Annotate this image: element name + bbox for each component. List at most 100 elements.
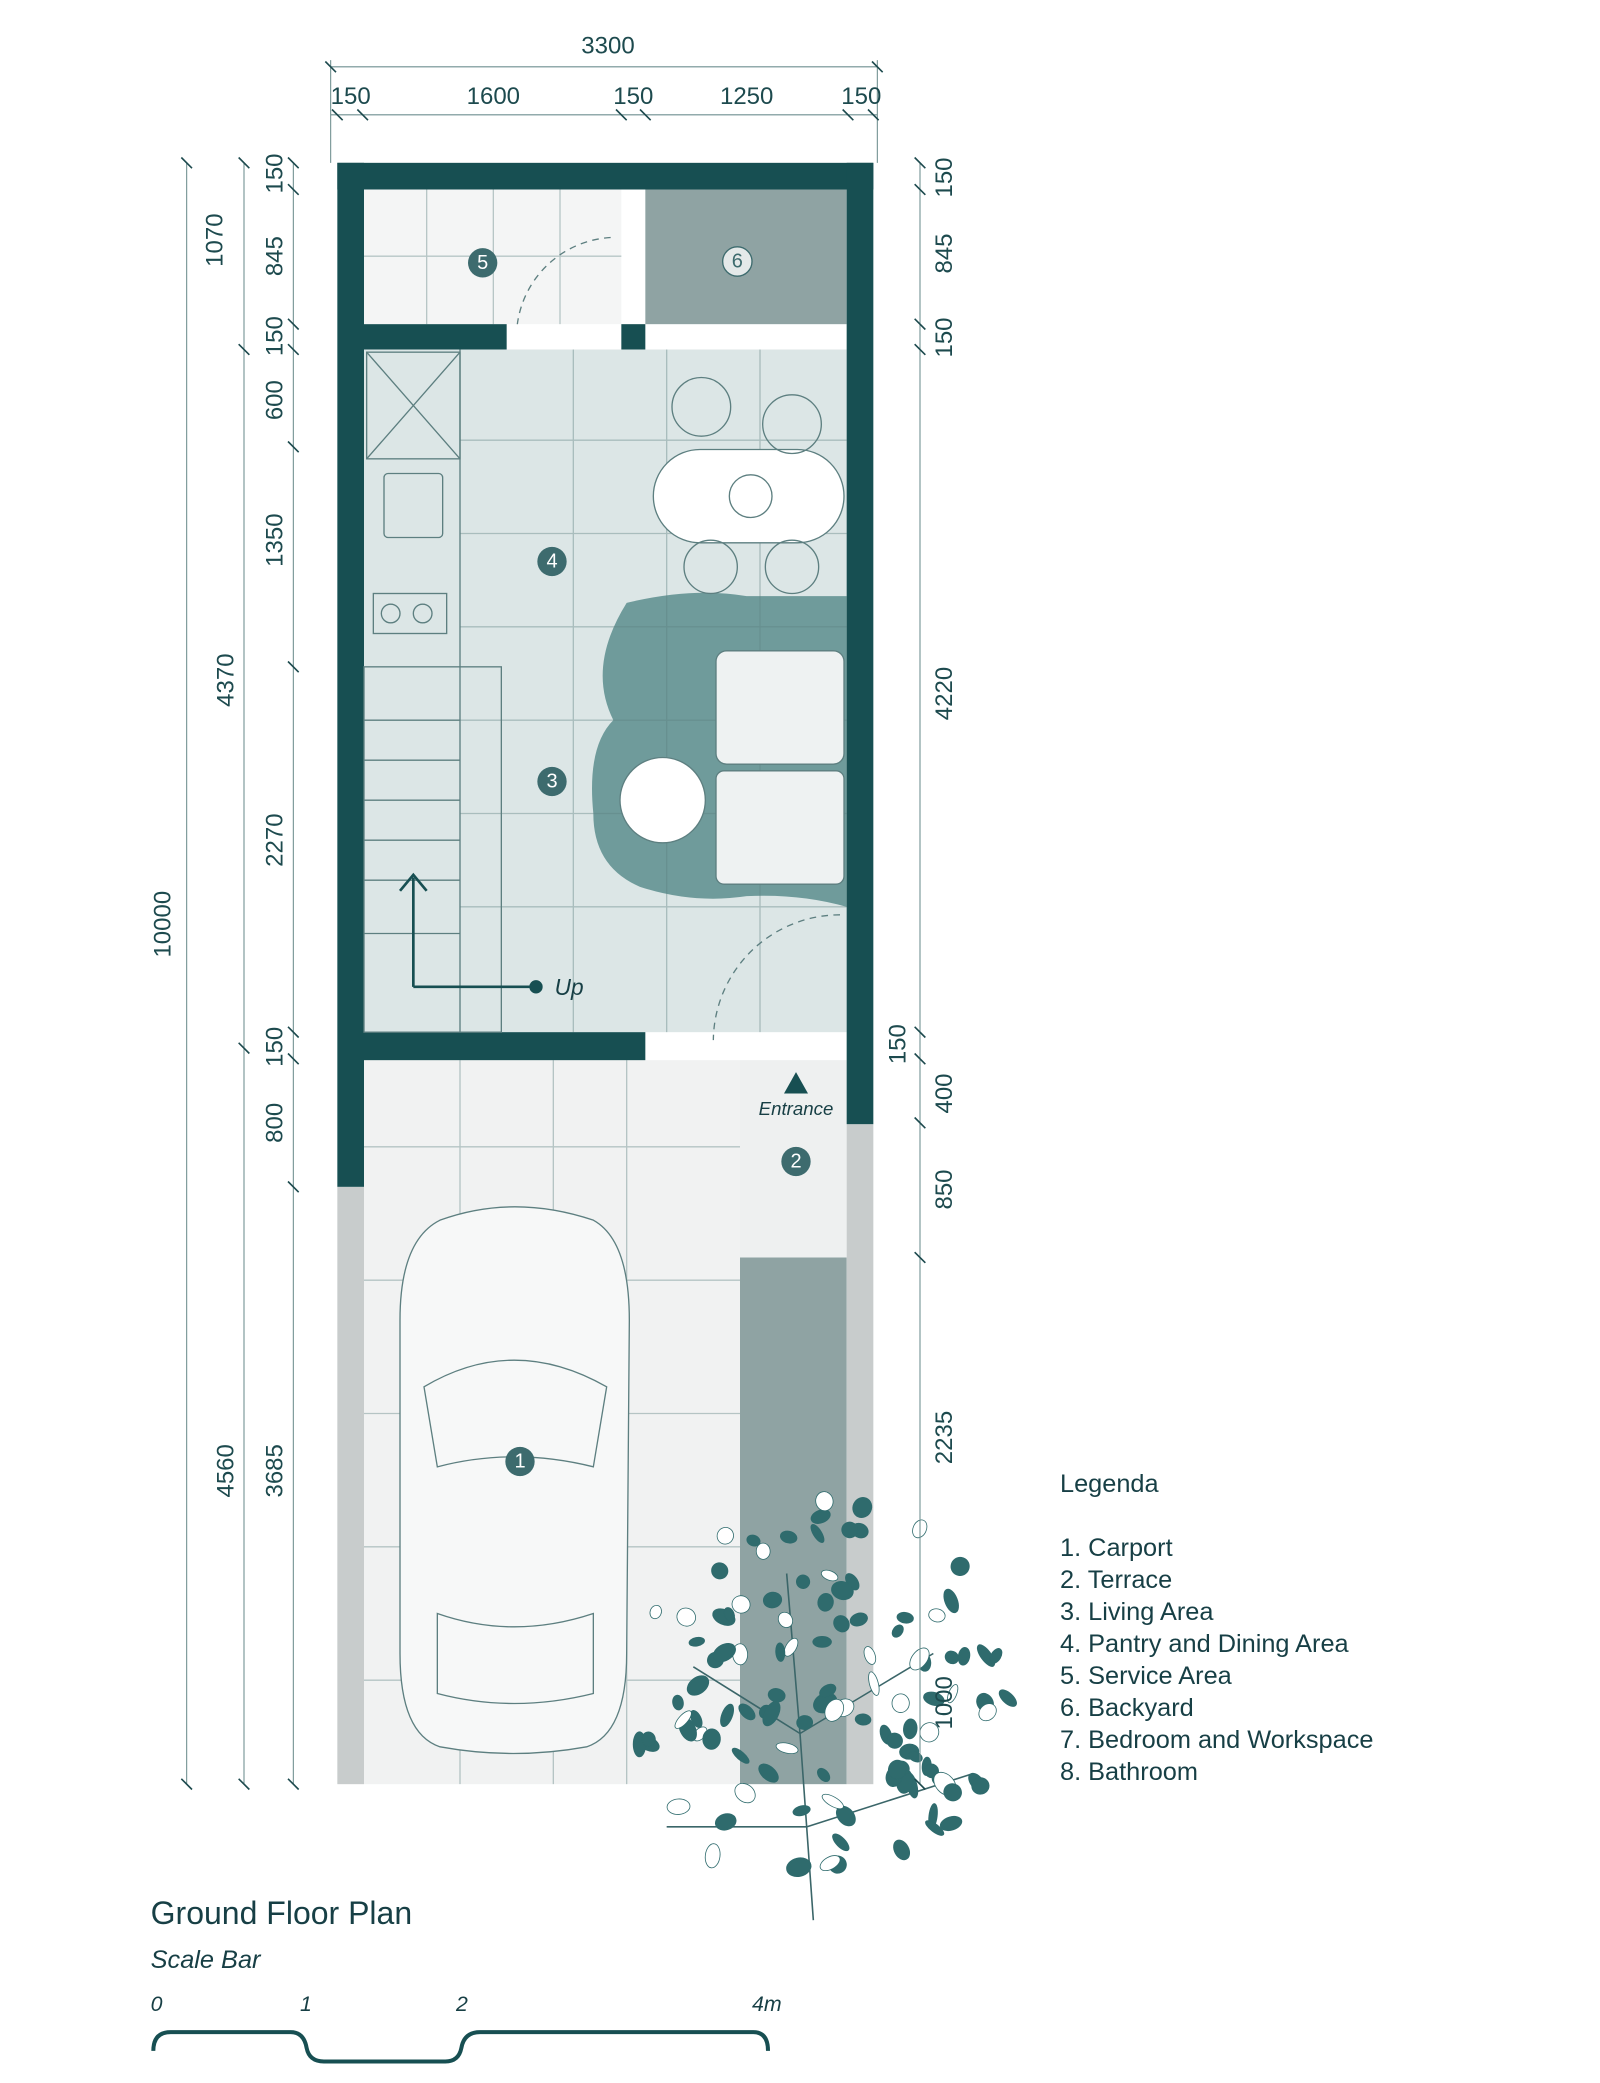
tree-branches: [666, 1573, 974, 1921]
sofa-set: [619, 650, 845, 885]
legend-item: 8. Bathroom: [1060, 1758, 1198, 1786]
tree-leaf: [746, 1534, 761, 1547]
tree-leaf: [817, 1767, 831, 1782]
dim-right: 845: [931, 233, 958, 273]
tree-leaf: [998, 1689, 1017, 1707]
tree-leaf: [702, 1728, 721, 1750]
tree-leaf: [923, 1691, 945, 1707]
legend-item: 6. Backyard: [1060, 1694, 1194, 1722]
kitchen-counter: [366, 349, 461, 667]
tree-leaf: [720, 1703, 735, 1728]
dim-right: 1000: [931, 1676, 958, 1729]
tree-leaf: [792, 1805, 811, 1817]
legend-item: 5. Service Area: [1060, 1662, 1233, 1690]
dim-left-inner: 600: [262, 380, 289, 420]
room-marker-5: 5: [477, 252, 488, 274]
tree-leaf: [817, 1593, 834, 1612]
room-marker-4: 4: [546, 551, 557, 573]
tree-leaf: [810, 1524, 825, 1543]
dim-left-inner: 150: [262, 153, 289, 193]
stairs-up-label: Up: [555, 974, 584, 1000]
tree-leaf: [868, 1671, 880, 1696]
tree-leaf: [688, 1636, 705, 1647]
dim-left-mid: 4560: [212, 1444, 239, 1497]
tree-leaf: [686, 1675, 710, 1696]
tree-leaf: [824, 1698, 845, 1722]
tree-leaf: [957, 1647, 971, 1666]
tree-leaf: [777, 1611, 794, 1628]
tree-leaf: [939, 1815, 963, 1832]
tree-leaf: [712, 1643, 736, 1663]
tree-leaf: [908, 1750, 923, 1763]
entrance-label: Entrance: [759, 1098, 834, 1119]
dimension-labels: 3300 150 1600 150 1250 150 10000 1070 43…: [150, 33, 958, 1730]
legend-item: 4. Pantry and Dining Area: [1060, 1630, 1350, 1658]
room-marker-3: 3: [546, 771, 557, 793]
tree-leaf: [672, 1694, 684, 1711]
tree-leaf: [863, 1646, 877, 1665]
tree-leaf: [971, 1777, 990, 1795]
tree-leaf: [944, 1650, 959, 1665]
tree-leaf: [978, 1703, 997, 1722]
tree-leaf: [849, 1612, 868, 1627]
dim-left-inner: 3685: [262, 1444, 289, 1497]
tree-leaf: [714, 1813, 737, 1831]
tree-leaf: [950, 1556, 970, 1576]
tree-leaf: [810, 1509, 831, 1524]
tree-leaf: [762, 1701, 781, 1727]
tree-leaf: [704, 1843, 721, 1869]
scale-tick: 0: [151, 1992, 163, 2016]
staircase: [363, 666, 534, 1033]
tree-leaf: [943, 1588, 959, 1614]
tree-leaf: [891, 1624, 904, 1638]
tree-icon: [632, 1491, 1017, 1921]
legend-title: Legenda: [1060, 1470, 1160, 1498]
dim-top-total: 3300: [581, 33, 634, 60]
tree-leaf: [786, 1857, 812, 1878]
tree-leaf: [903, 1718, 918, 1740]
tree-leaf: [775, 1742, 799, 1754]
tree-leaf: [762, 1591, 783, 1609]
tree-leaf: [833, 1615, 850, 1633]
legend-item: 1. Carport: [1060, 1534, 1173, 1562]
tree-leaf: [779, 1530, 798, 1544]
tree-leaf: [716, 1527, 734, 1545]
tree-leaf: [738, 1703, 756, 1721]
tree-leaf: [815, 1491, 834, 1512]
dim-left-mid: 4370: [212, 653, 239, 706]
dim-right: 4220: [931, 667, 958, 720]
dim-left-inner: 150: [262, 1027, 289, 1067]
stairs-marker-dot: [529, 980, 543, 994]
dim-left-mid: 1070: [202, 213, 229, 266]
tree-leaf: [775, 1642, 786, 1662]
tree-leaf: [854, 1713, 872, 1726]
scale-tick: 1: [300, 1992, 312, 2016]
carport-side-strip: [337, 1186, 364, 1785]
tree-leaf: [676, 1607, 697, 1627]
tree-leaf: [887, 1759, 907, 1780]
tree-leaf: [943, 1783, 962, 1802]
tree-leaf: [731, 1595, 751, 1614]
tree-leaf: [812, 1636, 832, 1648]
dining-table: [652, 376, 845, 595]
room-marker-1: 1: [514, 1451, 525, 1473]
legend: Legenda 1. Carport 2. Terrace 3. Living …: [1060, 1470, 1374, 1786]
tree-leaf: [832, 1833, 850, 1852]
tree-leaf: [886, 1732, 903, 1749]
dim-top: 150: [613, 83, 653, 110]
tree-leaf: [731, 1747, 750, 1764]
tree-leaf: [711, 1562, 729, 1580]
tree-leaf: [925, 1820, 945, 1836]
tree-leaf: [641, 1731, 656, 1747]
dim-left-inner: 2270: [262, 813, 289, 866]
dim-top: 150: [841, 83, 881, 110]
dim-right: 150: [884, 1024, 911, 1064]
tree-leaf: [852, 1496, 873, 1519]
legend-item: 7. Bedroom and Workspace: [1060, 1726, 1374, 1754]
room-marker-6: 6: [732, 251, 743, 273]
tree-leaf: [896, 1611, 914, 1624]
tree-leaf: [831, 1581, 854, 1601]
dim-left-inner: 845: [262, 236, 289, 276]
tree-leaf: [758, 1763, 779, 1783]
